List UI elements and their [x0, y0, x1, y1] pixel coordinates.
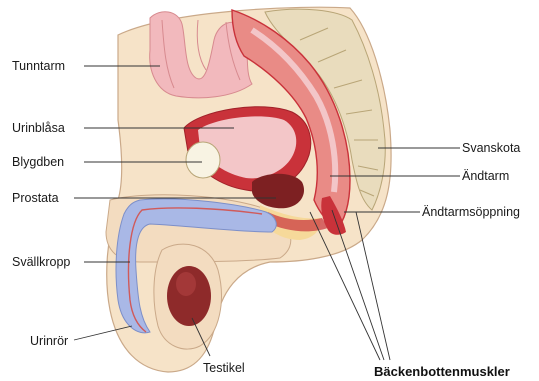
label-prostate: Prostata — [12, 191, 59, 205]
label-testicle: Testikel — [203, 361, 245, 375]
leader-pelvic-floor-3 — [356, 212, 390, 360]
label-bladder: Urinblåsa — [12, 121, 65, 135]
testicle-highlight — [176, 272, 196, 296]
label-coccyx: Svanskota — [462, 141, 520, 155]
label-erectile-tissue: Svällkropp — [12, 255, 70, 269]
label-anal-opening: Ändtarmsöppning — [422, 205, 520, 219]
label-pubic-bone: Blygdben — [12, 155, 64, 169]
label-rectum: Ändtarm — [462, 169, 509, 183]
label-urethra: Urinrör — [30, 334, 68, 348]
pubic-bone-shape — [186, 142, 220, 178]
label-pelvic-floor-muscles: Bäckenbottenmuskler — [374, 364, 510, 379]
label-small-intestine: Tunntarm — [12, 59, 65, 73]
